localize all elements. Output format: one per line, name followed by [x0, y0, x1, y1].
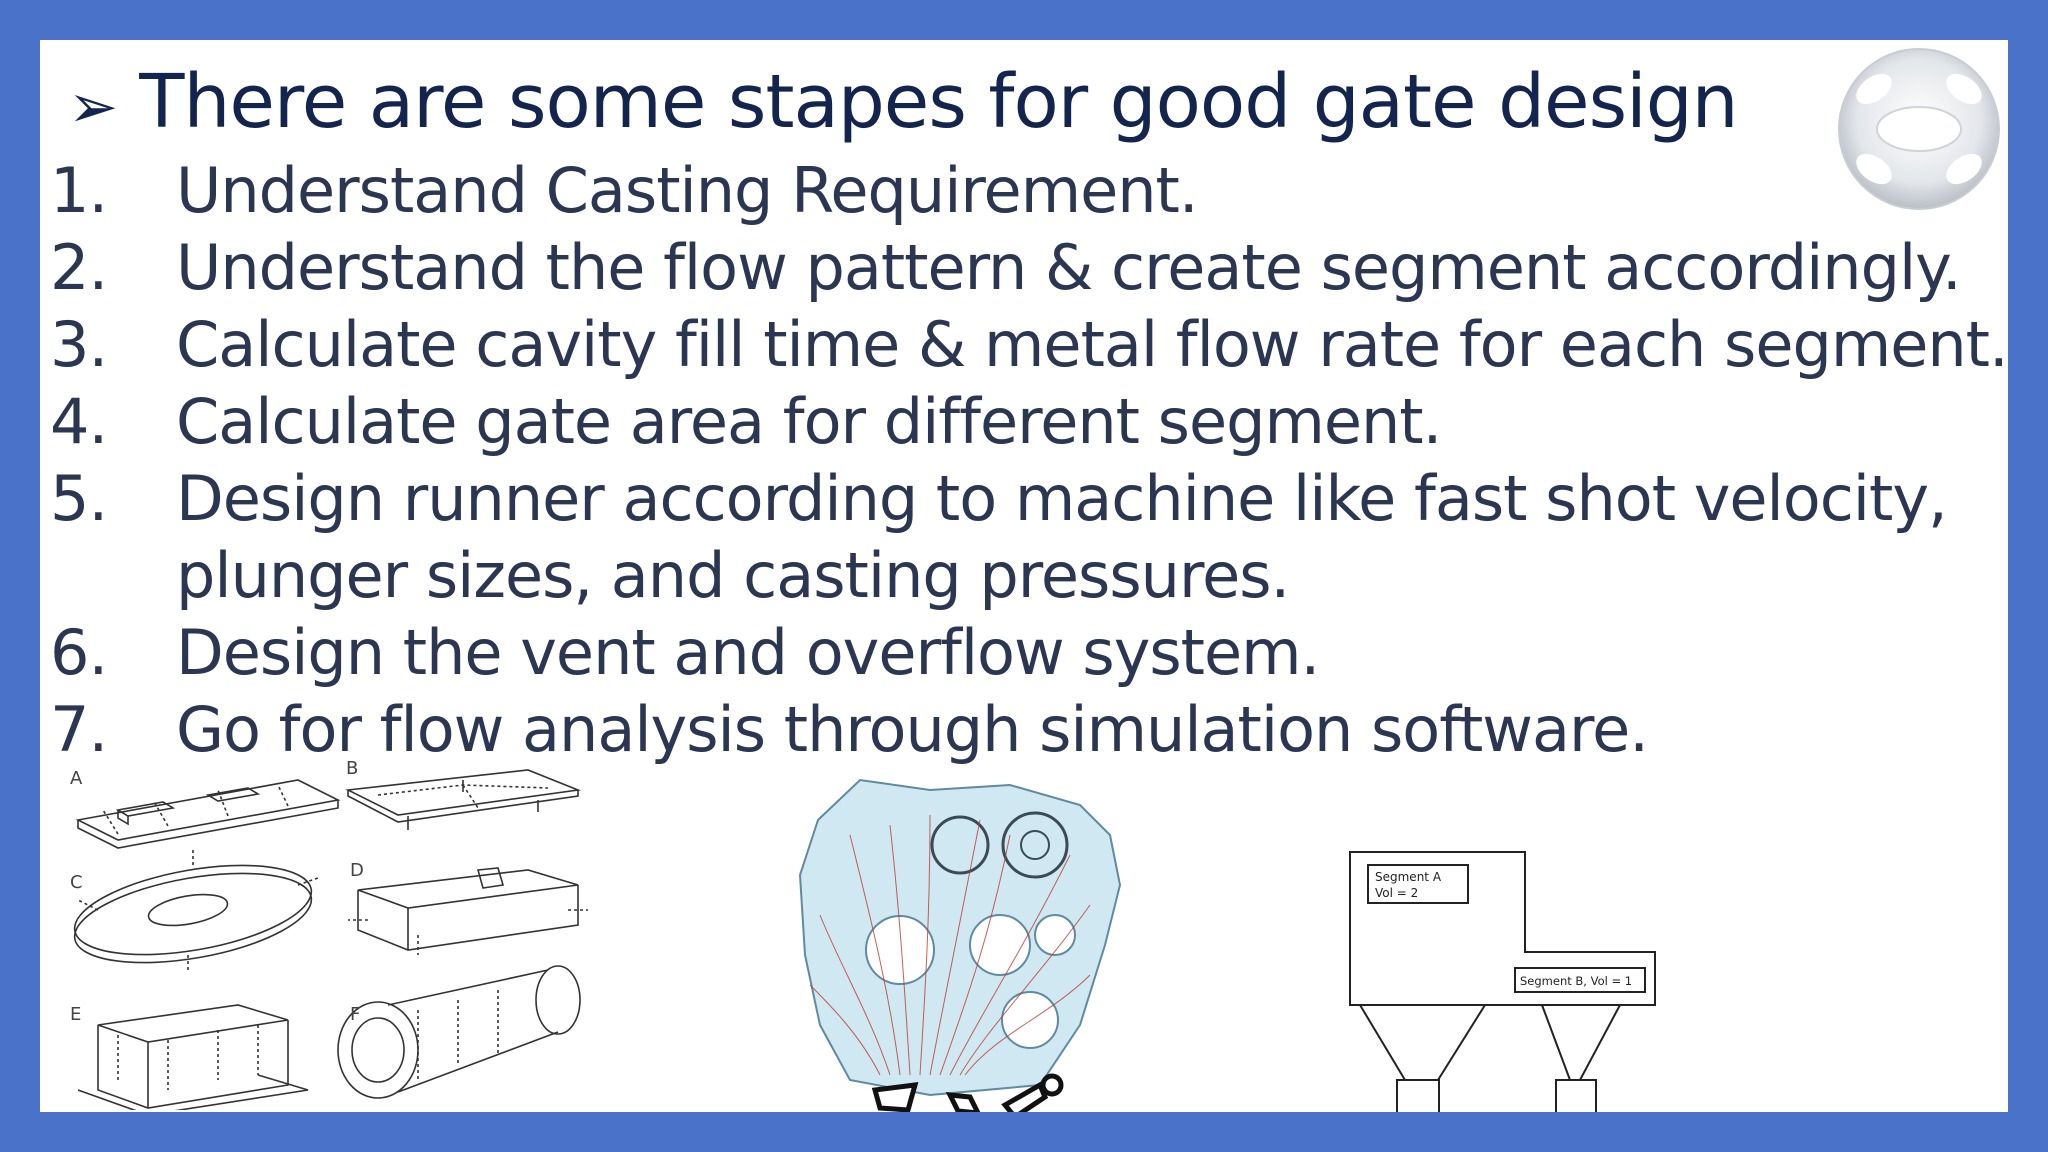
segment-a-volume: Vol = 2 [1375, 886, 1418, 900]
flow-pattern-sketches: A B C D E F [70, 760, 588, 1110]
step-item: 3.Calculate cavity fill time & metal flo… [50, 308, 2008, 381]
arrow-bullet-icon: ➢ [68, 72, 118, 142]
slide-title: ➢ There are some stapes for good gate des… [68, 59, 1739, 145]
step-item-continuation: plunger sizes, and casting pressures. [176, 539, 1290, 612]
segment-b-label: Segment B, Vol = 1 [1520, 974, 1632, 988]
slide: ➢ There are some stapes for good gate des… [40, 40, 2008, 1112]
flow-pattern-label: A [70, 768, 83, 789]
step-item: 7.Go for flow analysis through simulatio… [50, 693, 1649, 766]
flow-pattern-label: D [350, 860, 364, 881]
logo-icon [1838, 48, 2000, 210]
step-item: 4.Calculate gate area for different segm… [50, 385, 1442, 458]
step-item: 2.Understand the flow pattern & create s… [50, 231, 1962, 304]
step-item: 6.Design the vent and overflow system. [50, 616, 1320, 689]
flow-pattern-label: F [350, 1004, 360, 1025]
step-item: 5.Design runner according to machine lik… [50, 462, 1948, 535]
segment-diagram: Segment A Vol = 2 Segment B, Vol = 1 [1349, 851, 1656, 1112]
flow-pattern-label: C [70, 872, 83, 893]
segment-a-name: Segment A [1375, 870, 1442, 884]
slide-title-text: There are some stapes for good gate desi… [139, 59, 1738, 145]
flow-pattern-label: B [346, 760, 358, 779]
steps-list: 1.Understand Casting Requirement. 2.Unde… [50, 152, 2008, 768]
casting-flow-simulation [798, 778, 1122, 1112]
flow-pattern-label: E [70, 1004, 81, 1025]
step-item: 1.Understand Casting Requirement. [50, 154, 1199, 227]
